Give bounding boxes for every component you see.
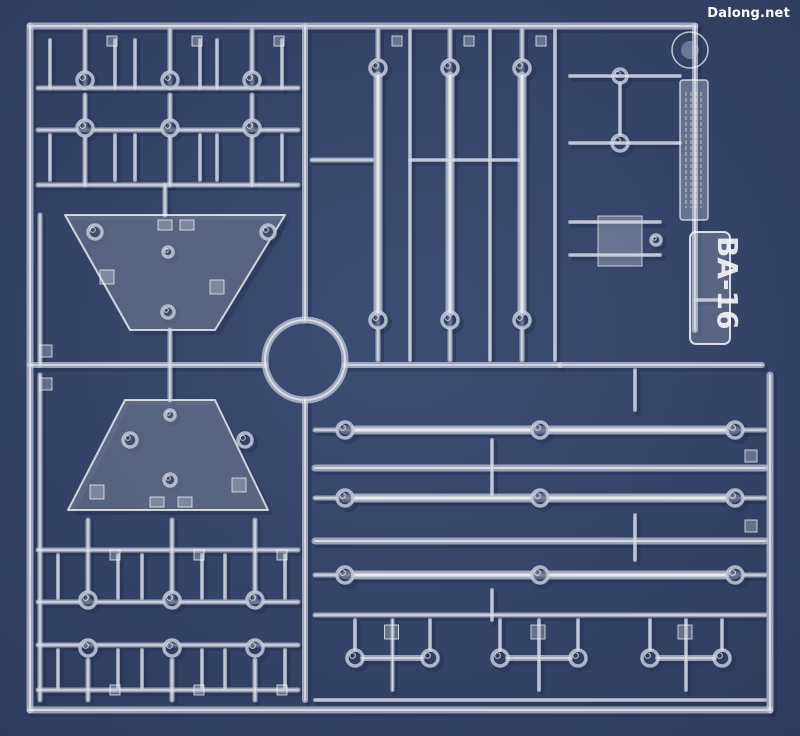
gate-tab-81 bbox=[193, 549, 205, 561]
connector-ring-17 bbox=[160, 70, 180, 90]
socket-block bbox=[597, 215, 643, 267]
part-code-plate bbox=[689, 231, 731, 345]
connector-ring-37 bbox=[86, 223, 104, 241]
gate-tab-25 bbox=[191, 35, 203, 47]
gate-tab-82 bbox=[193, 684, 205, 696]
gate-tab-54 bbox=[149, 496, 165, 508]
connector-ring-131 bbox=[725, 488, 745, 508]
gate-tab-97 bbox=[391, 35, 403, 47]
connector-ring-134 bbox=[335, 565, 355, 585]
connector-ring-7 bbox=[75, 70, 95, 90]
gate-tab-44 bbox=[209, 279, 225, 295]
gate-tab-55 bbox=[177, 496, 193, 508]
gate-tab-35 bbox=[273, 35, 285, 47]
label-plate bbox=[679, 79, 709, 221]
gate-tab-92 bbox=[276, 684, 288, 696]
watermark-text: Dalong.net bbox=[707, 6, 790, 21]
connector-ring-129 bbox=[335, 488, 355, 508]
connector-ring-48 bbox=[121, 431, 139, 449]
connector-ring-84 bbox=[245, 590, 265, 610]
gate-tab-166 bbox=[677, 624, 693, 640]
connector-ring-75 bbox=[162, 638, 182, 658]
connector-ring-38 bbox=[259, 223, 277, 241]
maker-seal bbox=[671, 31, 709, 69]
connector-ring-19 bbox=[160, 118, 180, 138]
gate-tab-143 bbox=[744, 449, 758, 463]
connector-ring-65 bbox=[78, 638, 98, 658]
connector-ring-74 bbox=[162, 590, 182, 610]
connector-ring-125 bbox=[530, 420, 550, 440]
connector-ring-64 bbox=[78, 590, 98, 610]
connector-ring-124 bbox=[335, 420, 355, 440]
gate-tab-43 bbox=[99, 269, 115, 285]
gate-tab-53 bbox=[231, 477, 247, 493]
gate-tab-159 bbox=[530, 624, 546, 640]
part-code-text: BA-16 bbox=[711, 236, 744, 330]
gate-tab-41 bbox=[157, 219, 173, 231]
triangle-plate-upper bbox=[64, 214, 286, 331]
gate-tab-102 bbox=[463, 35, 475, 47]
gate-tab-91 bbox=[276, 549, 288, 561]
gate-tab-107 bbox=[535, 35, 547, 47]
triangle-plate-lower bbox=[67, 399, 269, 511]
connector-ring-130 bbox=[530, 488, 550, 508]
gate-tab-72 bbox=[109, 684, 121, 696]
connector-ring-126 bbox=[725, 420, 745, 440]
gate-tab-47 bbox=[39, 344, 53, 358]
gate-tab-71 bbox=[109, 549, 121, 561]
gate-tab-42 bbox=[179, 219, 195, 231]
gate-tab-52 bbox=[89, 484, 105, 500]
gate-tab-144 bbox=[744, 519, 758, 533]
gate-tab-152 bbox=[384, 624, 399, 640]
gate-tab-15 bbox=[106, 35, 118, 47]
gate-tab-58 bbox=[39, 377, 53, 391]
connector-ring-85 bbox=[245, 638, 265, 658]
connector-ring-135 bbox=[530, 565, 550, 585]
connector-ring-136 bbox=[725, 565, 745, 585]
connector-ring-29 bbox=[242, 118, 262, 138]
connector-ring-27 bbox=[242, 70, 262, 90]
connector-ring-9 bbox=[75, 118, 95, 138]
connector-ring-49 bbox=[236, 431, 254, 449]
